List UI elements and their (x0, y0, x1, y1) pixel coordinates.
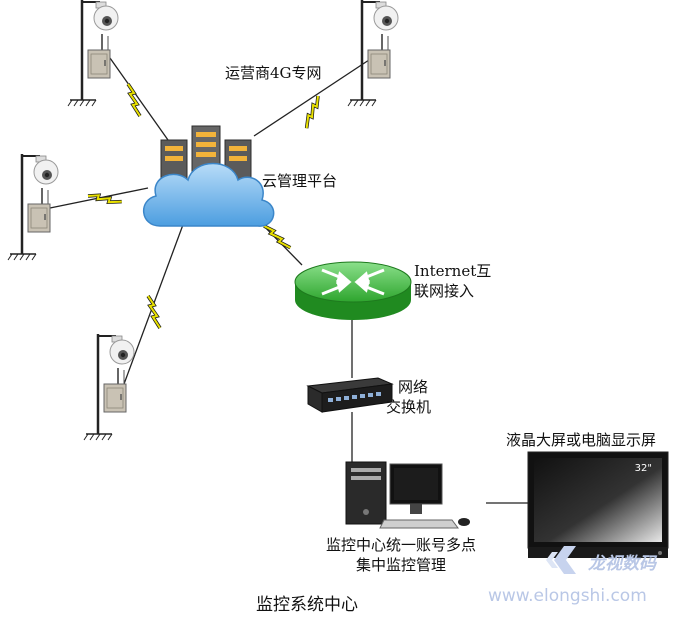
wireless-bolt-4-icon (146, 294, 162, 330)
router-icon (294, 261, 412, 320)
network-switch-icon (306, 377, 394, 413)
display-label: 液晶大屏或电脑显示屏 (506, 431, 657, 449)
camera-pole-3-icon (6, 152, 60, 262)
lcd-display-icon: 32" (527, 451, 669, 558)
brand-logo-icon (546, 546, 576, 574)
internet-label-line1: Internet互 (414, 262, 492, 280)
brand-url: www.elongshi.com (488, 586, 647, 606)
workstation-icon (345, 461, 470, 529)
cloud-platform-label: 云管理平台 (262, 172, 338, 190)
brand-name: 龙视数码 (588, 554, 656, 574)
link-camera2-cloud (253, 57, 373, 137)
camera-pole-1-icon (66, 0, 120, 108)
carrier-network-label: 运营商4G专网 (225, 64, 322, 82)
camera-pole-2-icon (346, 0, 400, 108)
camera-pole-4-icon (82, 332, 136, 442)
link-camera1-cloud (109, 57, 169, 141)
center-label-line2: 集中监控管理 (355, 556, 446, 574)
footer-title: 监控系统中心 (256, 595, 358, 615)
wireless-bolt-2-icon (295, 94, 329, 130)
switch-label-line2: 交换机 (386, 398, 432, 416)
monitor-size-label: 32" (635, 463, 652, 474)
wireless-bolt-1-icon (126, 82, 142, 118)
switch-label-line1: 网络 (398, 378, 429, 396)
internet-label-line2: 联网接入 (414, 282, 475, 300)
center-label-line1: 监控中心统一账号多点 (325, 536, 476, 554)
cloud-icon (142, 162, 275, 227)
